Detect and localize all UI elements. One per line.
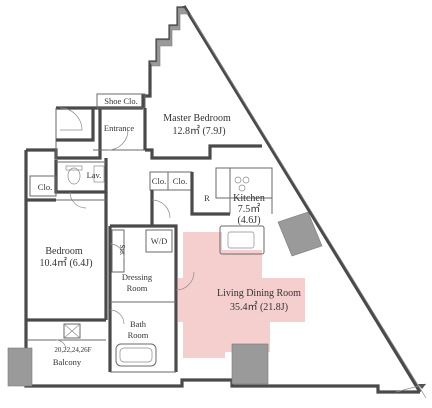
balcony-floors: 20,22,24,26F (54, 346, 91, 354)
washer-dryer-label: W/D (151, 236, 168, 246)
entrance-label: Entrance (104, 123, 134, 133)
column-right (277, 211, 323, 257)
master-bedroom-name: Master Bedroom (163, 113, 231, 124)
lavatory-label: Lav. (87, 170, 102, 180)
living-dining-name: Living Dining Room (217, 288, 301, 299)
top-jagged-edge (149, 7, 189, 67)
master-bedroom-area: 12.8㎡ (7.9J) (172, 125, 225, 137)
doors (55, 107, 195, 351)
living-dining-area: 35.4㎡ (21.8J) (230, 301, 288, 313)
lavatory-fixtures (65, 165, 105, 185)
dressing-room-line2: Room (127, 283, 148, 293)
shoe-closet-label: Shoe Clo. (104, 96, 138, 106)
living-dining-highlight (178, 232, 305, 358)
bedroom-area: 10.4㎡ (6.4J) (39, 257, 92, 269)
bath-room-line1: Bath (130, 319, 147, 329)
closet-center-1-label: Clo. (152, 176, 166, 186)
closet-center-2-label: Clo. (173, 176, 187, 186)
refrigerator-label: R (204, 193, 210, 203)
north-arrow-icon (395, 383, 427, 393)
kitchen-area-sqm: 7.5㎡ (238, 203, 261, 215)
storage-label: Sto. (118, 244, 126, 255)
balcony-ac-unit (63, 323, 81, 339)
kitchen-area-j: (4.6J) (237, 215, 260, 226)
bath-room-line2: Room (128, 330, 149, 340)
dressing-room-line1: Dressing (122, 272, 153, 282)
interior-walls (26, 93, 273, 373)
column-bottom-left (7, 347, 33, 387)
closet-left-label: Clo. (38, 182, 52, 192)
balcony-name: Balcony (53, 357, 82, 367)
bathtub (115, 343, 157, 367)
bedroom-name: Bedroom (45, 246, 82, 257)
column-bottom-center (231, 343, 269, 385)
kitchen-name: Kitchen (233, 193, 265, 204)
